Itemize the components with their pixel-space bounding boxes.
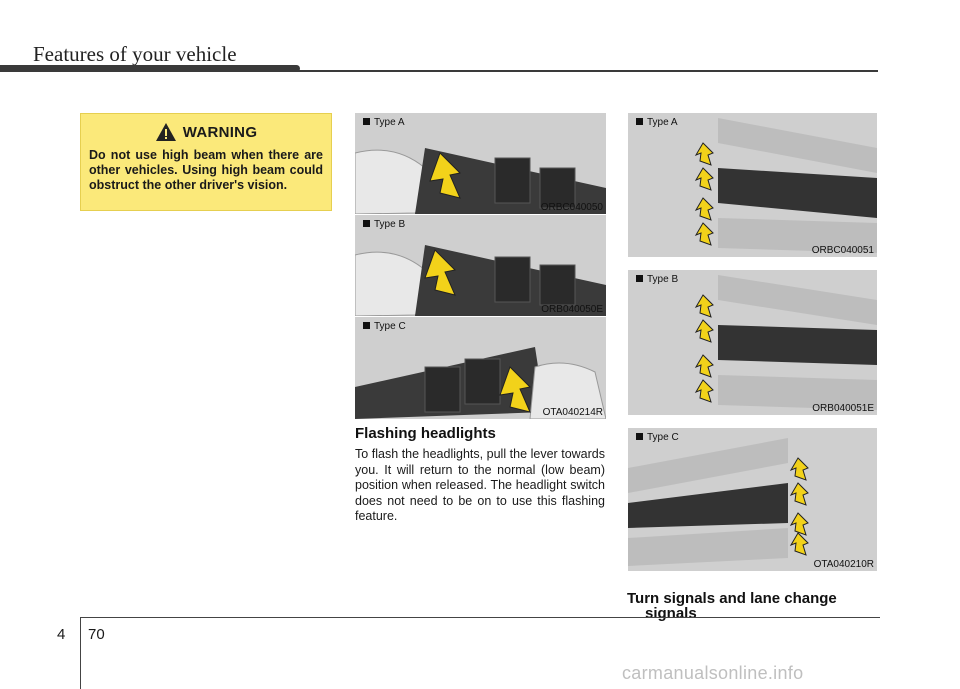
warning-triangle-icon xyxy=(155,123,176,141)
turn-signals-title-line1: Turn signals and lane change xyxy=(627,590,837,607)
flashing-title: Flashing headlights xyxy=(355,425,496,442)
lever-illustration xyxy=(355,215,606,316)
footer-divider xyxy=(80,617,81,689)
page-number: 70 xyxy=(88,626,105,643)
figure-flash-type-a: Type A ORBC040050 xyxy=(355,113,606,214)
warning-title: WARNING xyxy=(182,123,258,141)
turn-signals-title-line2: signals xyxy=(645,605,697,622)
lever-illustration xyxy=(628,113,877,257)
header-rule-thick xyxy=(0,65,300,72)
figure-code: OTA040210R xyxy=(813,559,874,570)
figure-code: ORBC040050 xyxy=(540,202,603,213)
warning-text: Do not use high beam when there are othe… xyxy=(89,148,323,192)
warning-heading: WARNING xyxy=(89,122,323,142)
flashing-text: To flash the headlights, pull the lever … xyxy=(355,447,605,523)
warning-box: WARNING Do not use high beam when there … xyxy=(80,113,332,211)
figure-code: ORBC040051 xyxy=(811,245,874,256)
figure-code: ORB040051E xyxy=(812,403,874,414)
footer-rule xyxy=(80,617,880,618)
type-label: Type A xyxy=(636,117,678,128)
lever-illustration xyxy=(628,428,877,571)
type-label: Type C xyxy=(363,321,406,332)
figure-turn-type-b: Type B ORB040051E xyxy=(628,270,877,415)
figure-code: OTA040214R xyxy=(542,407,603,418)
lever-illustration xyxy=(355,113,606,214)
header-rule-thin xyxy=(296,70,878,72)
type-label: Type A xyxy=(363,117,405,128)
page-header-title: Features of your vehicle xyxy=(33,42,237,66)
figure-flash-type-c: Type C OTA040214R xyxy=(355,317,606,419)
type-label: Type C xyxy=(636,432,679,443)
watermark: carmanualsonline.info xyxy=(622,663,804,683)
figure-turn-type-c: Type C OTA040210R xyxy=(628,428,877,571)
figure-flash-type-b: Type B ORB040050E xyxy=(355,215,606,316)
figure-code: ORB040050E xyxy=(541,304,603,315)
lever-illustration xyxy=(355,317,606,419)
type-label: Type B xyxy=(636,274,678,285)
type-label: Type B xyxy=(363,219,405,230)
figure-turn-type-a: Type A ORBC040051 xyxy=(628,113,877,257)
chapter-number: 4 xyxy=(57,626,66,643)
lever-illustration xyxy=(628,270,877,415)
